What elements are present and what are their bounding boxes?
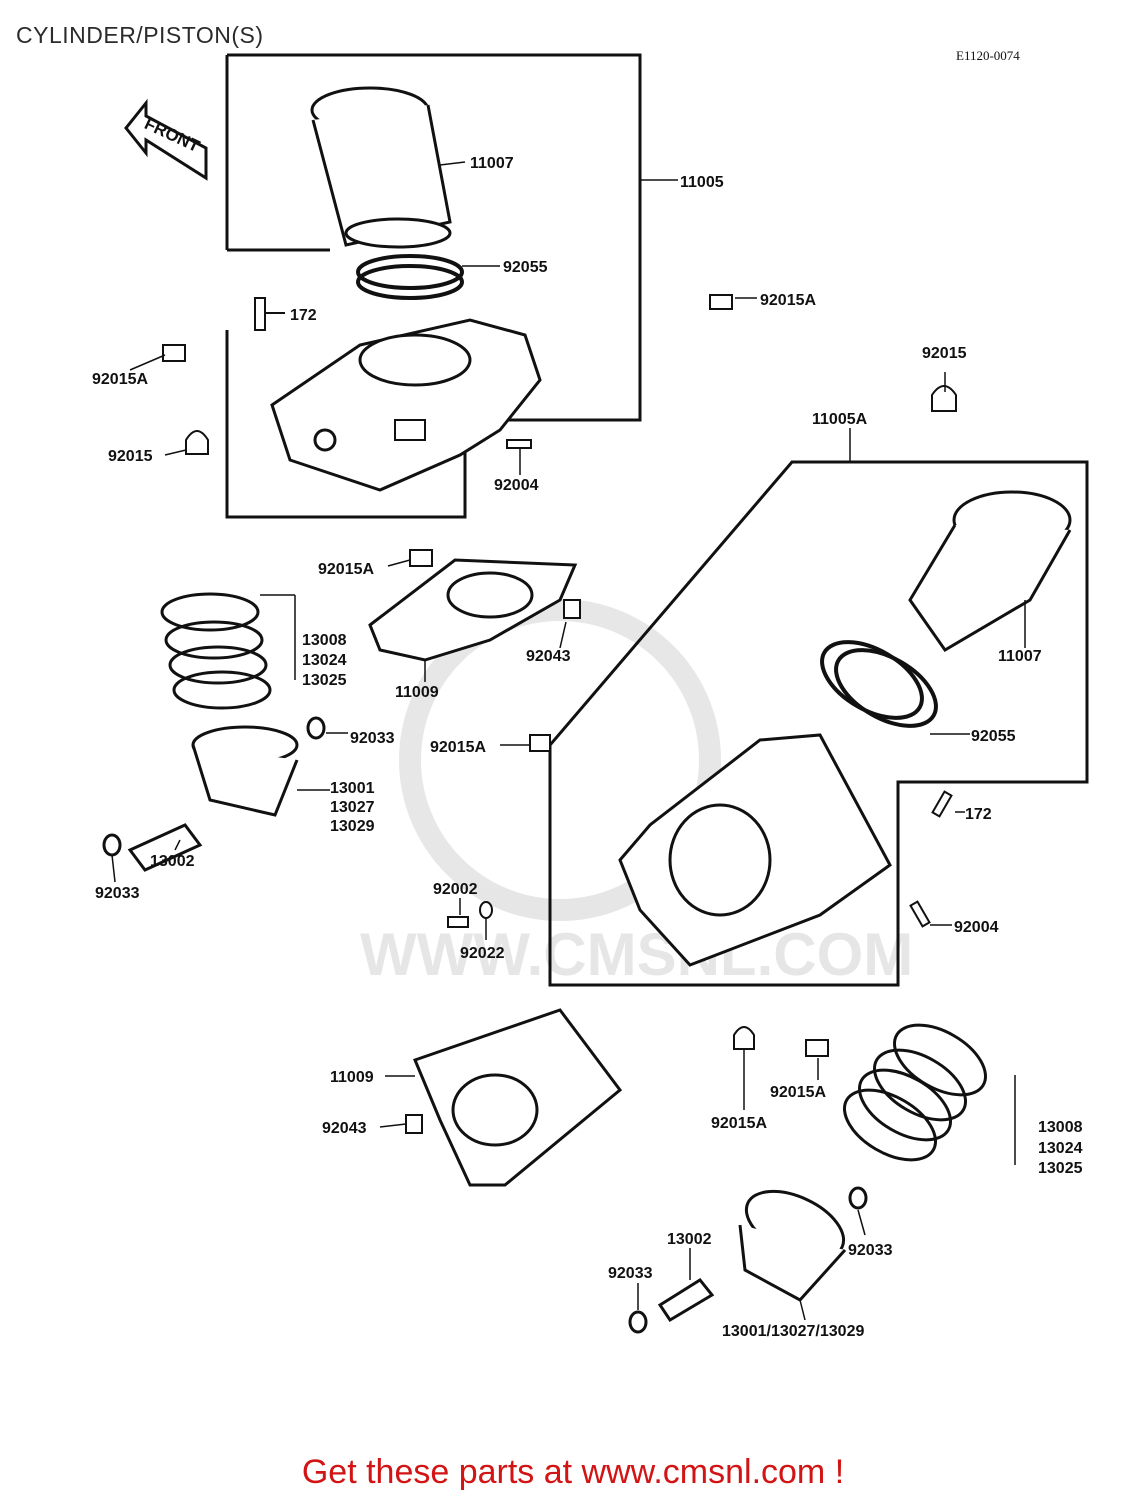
cylinder-block-top (270, 318, 542, 492)
callout-13025-left: 13025 (302, 672, 347, 689)
piston-rings-right (842, 1023, 988, 1162)
callout-11009-mid: 11009 (395, 684, 439, 701)
callout-13024-left: 13024 (302, 652, 347, 669)
callout-11007-right: 11007 (998, 648, 1042, 665)
head-gasket-bottom (413, 1008, 623, 1187)
callout-172-right: 172 (965, 806, 992, 823)
watermark: WWW.CMSNL.COM (360, 599, 913, 988)
drawing-code: E1120-0074 (956, 48, 1020, 63)
exploded-diagram: WWW.CMSNL.COM FRONT (92, 53, 1089, 1340)
callout-92004-right: 92004 (954, 919, 999, 936)
callout-92015A-mid: 92015A (318, 561, 374, 578)
callout-92033-b: 92033 (95, 885, 140, 902)
callout-92015A-center: 92015A (430, 739, 486, 756)
callout-11007-top: 11007 (470, 155, 514, 172)
cylinder-sleeve-right (908, 490, 1072, 652)
callout-92004-top: 92004 (494, 477, 539, 494)
callout-13008-right: 13008 (1038, 1119, 1083, 1136)
callout-172-top: 172 (290, 307, 317, 324)
piston-left (102, 716, 326, 872)
callout-13001-left: 13001 (330, 780, 375, 797)
callout-92033-bottom: 92033 (608, 1265, 653, 1282)
callout-92015-left: 92015 (108, 448, 153, 465)
callout-13002-bottom: 13002 (667, 1231, 712, 1248)
dowel-pins (405, 439, 953, 1134)
callout-92022: 92022 (460, 945, 505, 962)
bolt-92002 (447, 901, 493, 928)
watermark-text: WWW.CMSNL.COM (360, 921, 913, 988)
callout-92015A-b1: 92015A (711, 1115, 767, 1132)
callout-13025-right: 13025 (1038, 1160, 1083, 1177)
promo-link[interactable]: Get these parts at www.cmsnl.com ! (301, 1453, 845, 1491)
bracket-frame-11005A (548, 460, 1089, 987)
callout-92055-top: 92055 (503, 259, 548, 276)
callout-labels: 11007 11005 92055 92015A 172 92015A 9201… (92, 155, 1083, 1340)
callout-13024-right: 13024 (1038, 1140, 1083, 1157)
callout-92033-right: 92033 (848, 1242, 893, 1259)
piston-right (628, 1186, 868, 1334)
o-ring-right (820, 640, 938, 728)
callout-92002: 92002 (433, 881, 478, 898)
callout-13029-left: 13029 (330, 818, 375, 835)
callout-92043-bottom: 92043 (322, 1120, 367, 1137)
callout-92015-right: 92015 (922, 345, 967, 362)
stud-172-top (254, 297, 285, 331)
callout-92043-mid: 92043 (526, 648, 571, 665)
o-ring-top (356, 254, 464, 300)
callout-11005: 11005 (680, 174, 724, 191)
callout-92015A-left: 92015A (92, 371, 148, 388)
callout-13001-combo: 13001/13027/13029 (722, 1323, 864, 1340)
cylinder-block-right (618, 733, 892, 967)
callout-11009-bottom: 11009 (330, 1069, 374, 1086)
callout-92033-a: 92033 (350, 730, 395, 747)
leader-lines (111, 161, 1026, 1321)
callout-92015A-right-top: 92015A (760, 292, 816, 309)
callout-92015A-b2: 92015A (770, 1084, 826, 1101)
callout-13002-left: 13002 (150, 853, 195, 870)
page-title: CYLINDER/PISTON(S) (16, 22, 264, 48)
callout-13027-left: 13027 (330, 799, 375, 816)
cylinder-sleeve-top (310, 86, 452, 249)
front-arrow-icon: FRONT (124, 98, 208, 181)
callout-11005A: 11005A (812, 411, 868, 428)
piston-rings-left (160, 592, 272, 710)
callout-13008-left: 13008 (302, 632, 347, 649)
callout-92055-right: 92055 (971, 728, 1016, 745)
